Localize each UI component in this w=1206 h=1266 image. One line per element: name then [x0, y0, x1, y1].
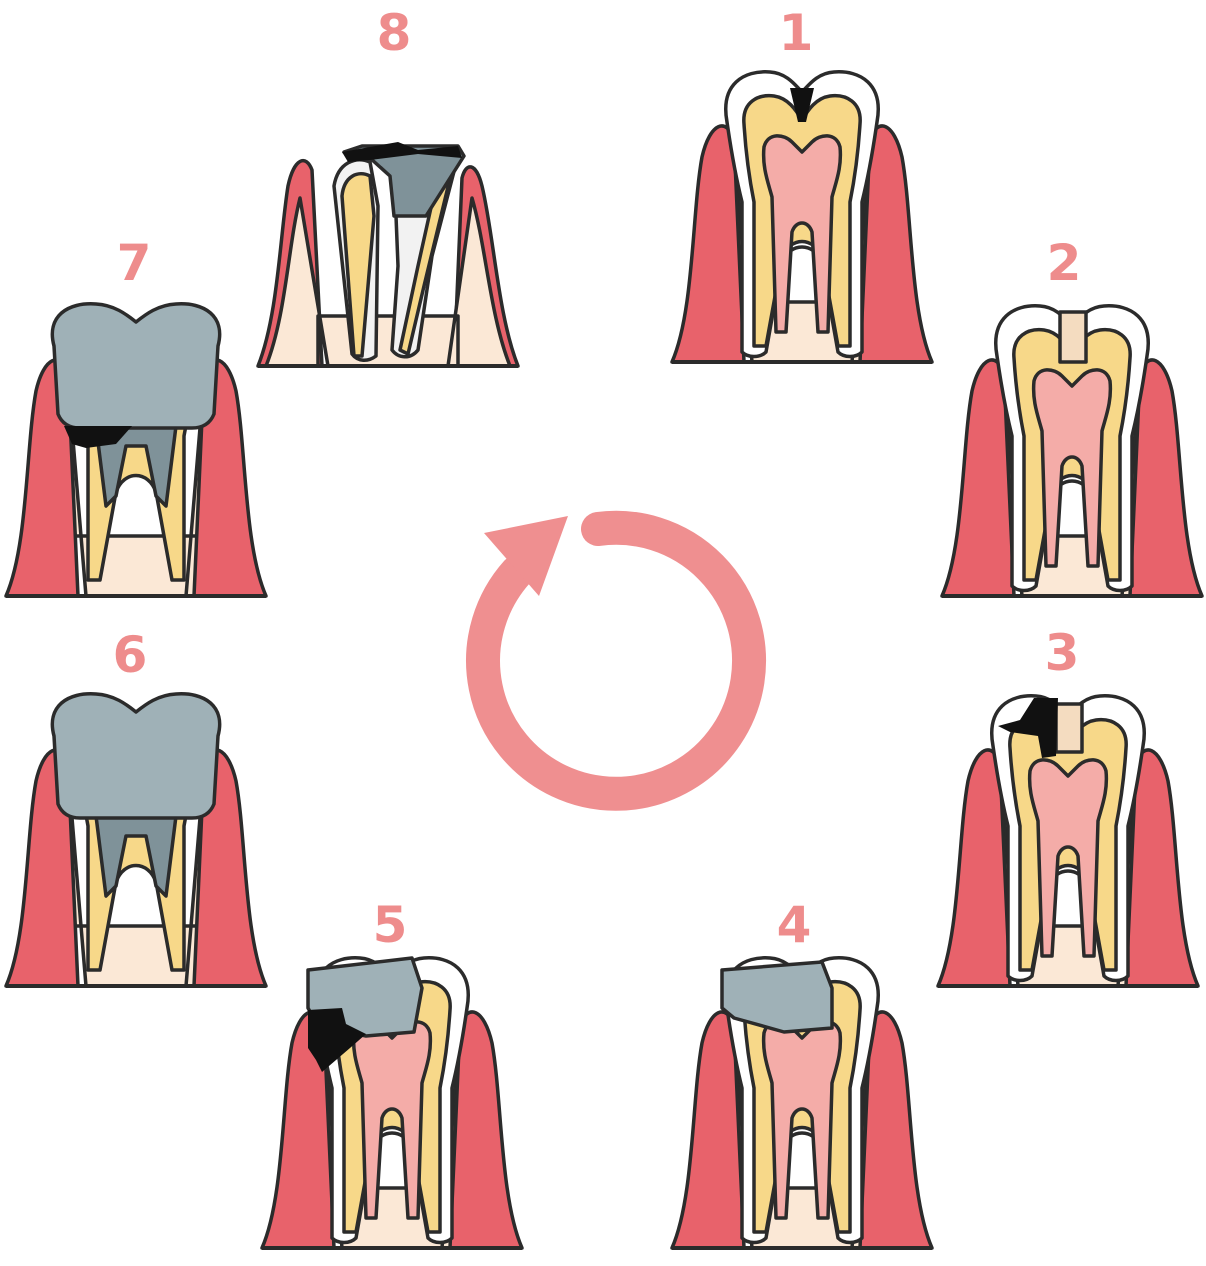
- stage-6-label: 6: [113, 626, 148, 684]
- stage-4-tooth-icon: [670, 956, 934, 1250]
- decay-spot: [998, 698, 1058, 758]
- large-filling: [720, 960, 834, 1034]
- stage-5-label: 5: [373, 896, 408, 954]
- stage-4-label: 4: [777, 896, 812, 954]
- stage-1-label: 1: [779, 4, 814, 62]
- stage-3-label: 3: [1045, 624, 1080, 682]
- decay-spot: [64, 426, 132, 448]
- decay-spot: [342, 142, 462, 162]
- stage-7-tooth-icon: [4, 302, 268, 598]
- cycle-arrow-ring: [466, 510, 767, 811]
- stage-8-tooth-icon: [256, 142, 520, 368]
- post-core: [94, 814, 178, 898]
- stage-8-label: 8: [377, 4, 412, 62]
- stage-6-tooth-icon: [4, 692, 268, 988]
- stage-2-label: 2: [1047, 234, 1082, 292]
- decay-spot: [790, 88, 814, 122]
- fracture-dentin: [340, 172, 376, 358]
- stage-1-tooth-icon: [670, 70, 934, 364]
- stage-3-tooth-icon: [936, 694, 1200, 988]
- cycle-arrow-icon: [466, 510, 767, 811]
- stage-5-tooth-icon: [260, 956, 524, 1250]
- small-filling: [1058, 310, 1088, 364]
- stage-7-label: 7: [117, 234, 152, 292]
- decay-spot: [308, 1008, 366, 1072]
- cycle-arrow-head: [484, 516, 568, 596]
- stage-2-tooth-icon: [940, 304, 1204, 598]
